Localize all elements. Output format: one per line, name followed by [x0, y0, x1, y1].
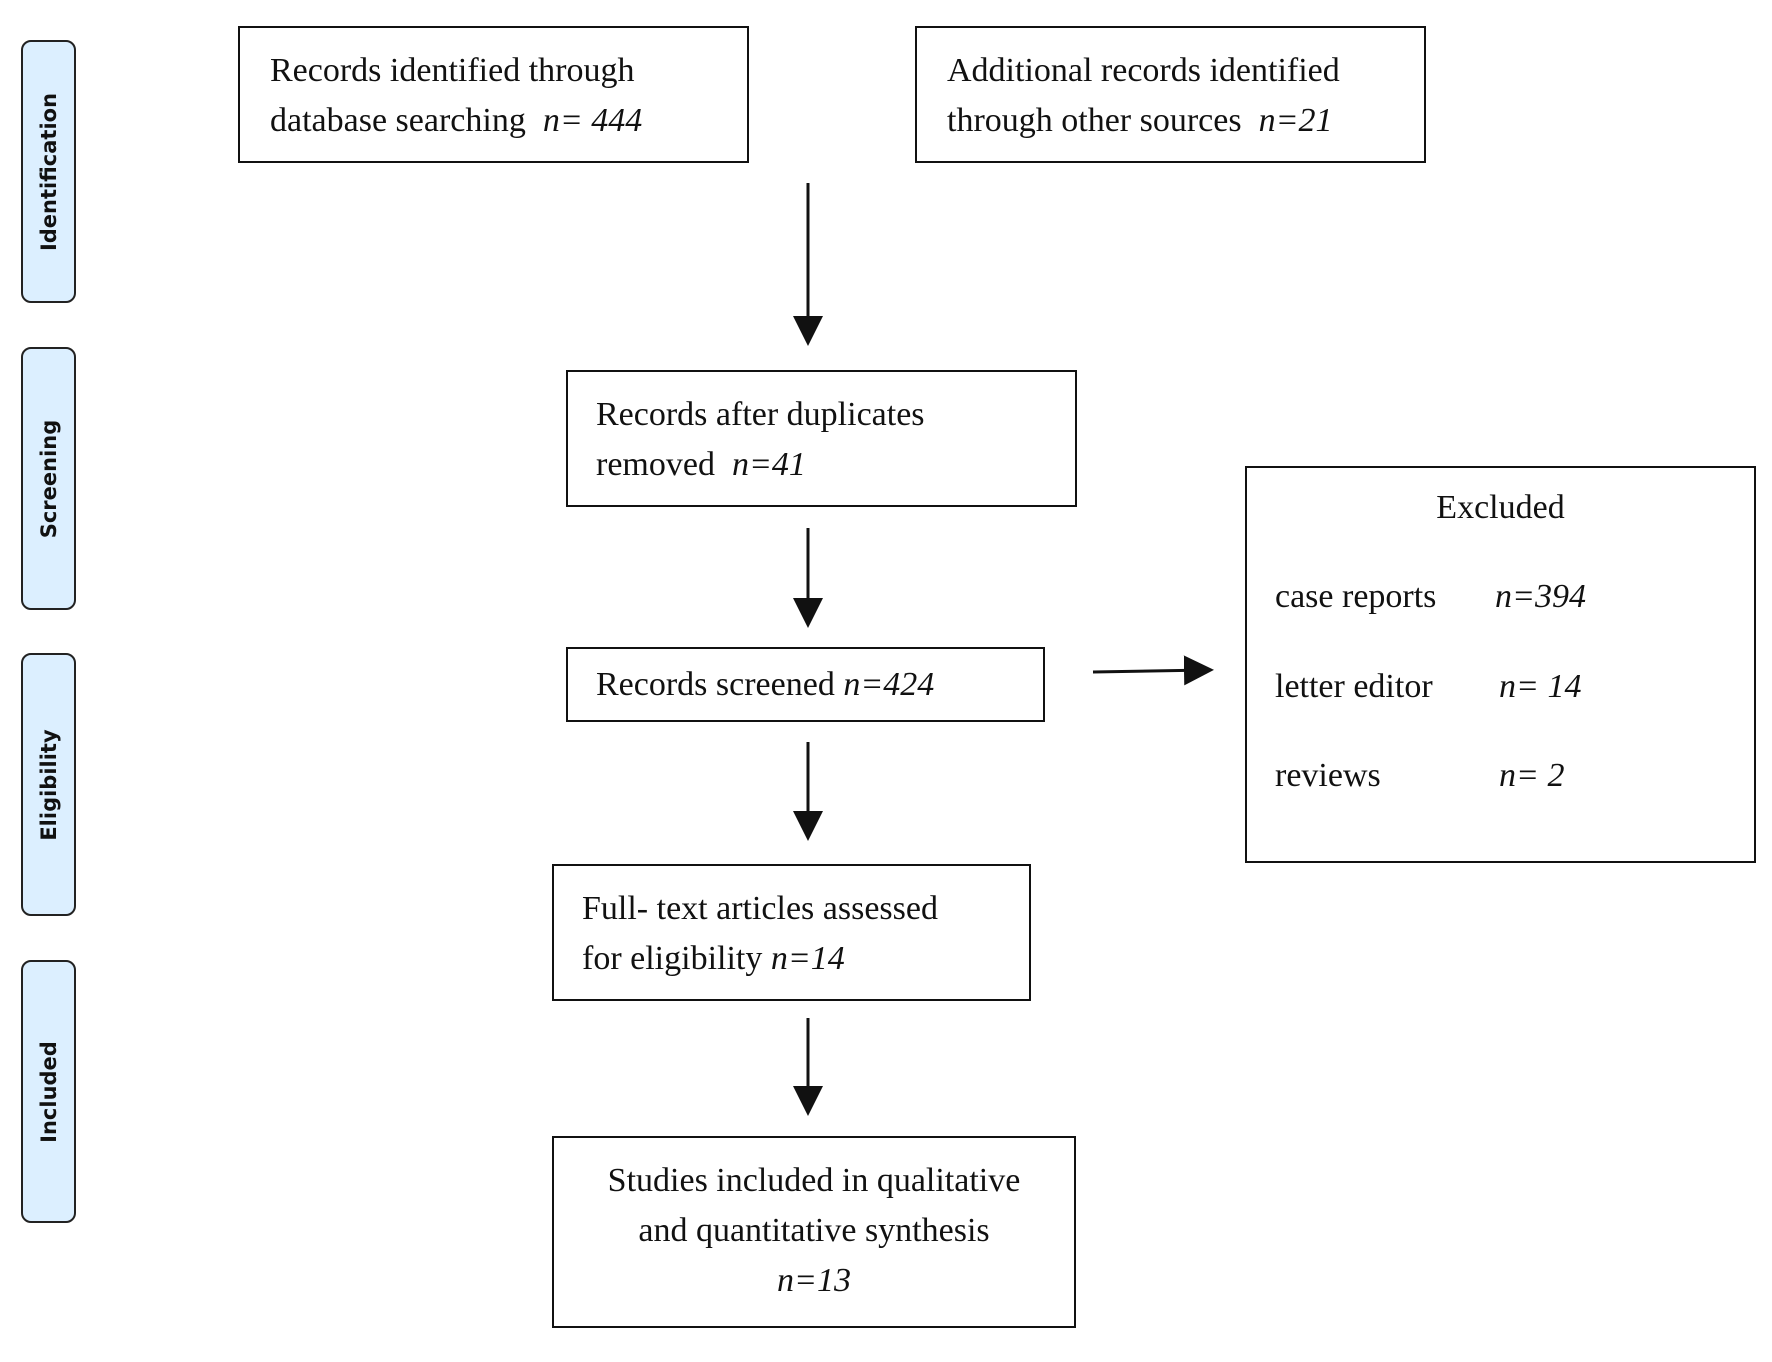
database-line1: Records identified through: [270, 52, 635, 89]
excluded-title: Excluded: [1436, 489, 1565, 526]
box-records-screened: Records screened n=424: [566, 647, 1045, 722]
excluded-count-letter-editor: n= 14: [1499, 668, 1582, 705]
included-line1: Studies included in qualitative: [607, 1162, 1021, 1199]
excluded-label-reviews: reviews: [1275, 757, 1381, 794]
excluded-label-letter-editor: letter editor: [1275, 668, 1433, 705]
stage-screening: Screening: [21, 347, 76, 610]
stage-included: Included: [21, 960, 76, 1223]
stage-identification: Identification: [21, 40, 76, 303]
box-other-sources: Additional records identified through ot…: [915, 26, 1426, 163]
excluded-item-case-reports: case reports: [1275, 572, 1436, 622]
screened-label: Records screened: [596, 666, 835, 703]
duplicates-line2: removed: [596, 446, 715, 483]
fulltext-line2: for eligibility: [582, 940, 763, 977]
duplicates-line1: Records after duplicates: [596, 396, 925, 433]
fulltext-count: n=14: [770, 940, 845, 977]
excluded-count-case-reports: n=394: [1495, 578, 1586, 615]
other-line2: through other sources: [947, 102, 1242, 139]
screened-count: n=424: [843, 666, 935, 703]
fulltext-line1: Full- text articles assessed: [582, 890, 938, 927]
arrow-to-excluded: [1092, 655, 1214, 686]
box-after-duplicates: Records after duplicates removed n=41: [566, 370, 1077, 507]
other-line1: Additional records identified: [947, 52, 1340, 89]
included-line2: and quantitative synthesis: [638, 1212, 990, 1249]
box-studies-included: Studies included in qualitative and quan…: [552, 1136, 1076, 1328]
database-count: n= 444: [542, 102, 643, 139]
box-excluded: Excluded case reports n=394 letter edito…: [1245, 466, 1756, 863]
included-count: n=13: [777, 1262, 851, 1299]
database-line2: database searching: [270, 102, 526, 139]
excluded-label-case-reports: case reports: [1275, 578, 1437, 615]
other-count: n=21: [1258, 102, 1333, 139]
duplicates-count: n=41: [731, 446, 806, 483]
box-database-records: Records identified through database sear…: [238, 26, 749, 163]
box-full-text-articles: Full- text articles assessed for eligibi…: [552, 864, 1031, 1001]
excluded-count-reviews: n= 2: [1499, 757, 1565, 794]
excluded-item-letter-editor: letter editor: [1275, 662, 1433, 712]
stage-eligibility: Eligibility: [21, 653, 76, 916]
excluded-item-reviews: reviews: [1275, 751, 1381, 801]
